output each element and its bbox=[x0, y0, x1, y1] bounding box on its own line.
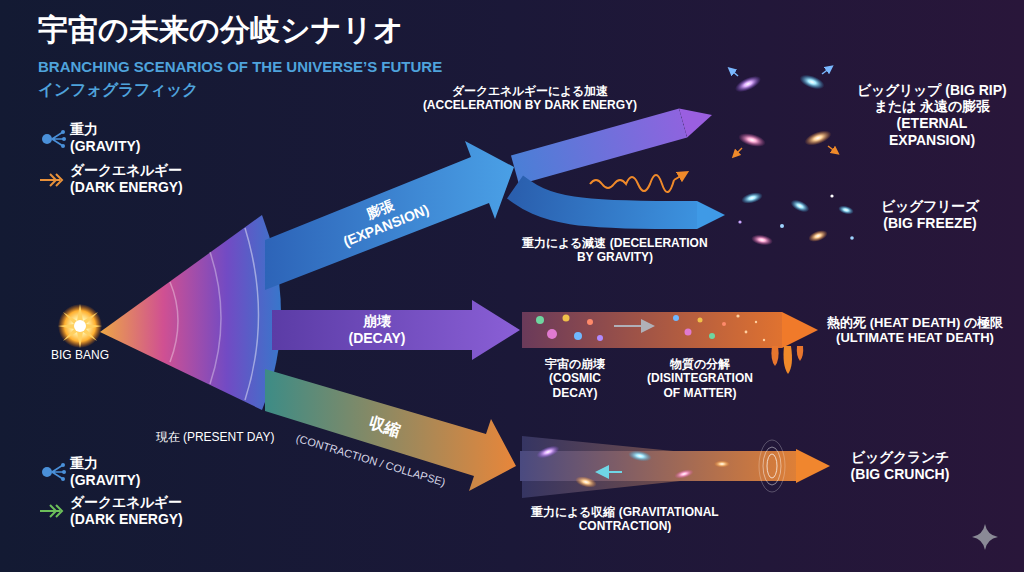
dark-energy-icon bbox=[40, 174, 62, 186]
big-freeze-galaxies bbox=[738, 190, 854, 247]
big-bang-node: BIG BANG bbox=[45, 305, 115, 365]
node-heading: ビッグクランチ (BIG CRUNCH) bbox=[840, 449, 960, 483]
melting-drips bbox=[771, 346, 803, 374]
contraction-band: 収縮(CONTRACTION / COLLAPSE) bbox=[265, 360, 520, 510]
big-bang-star bbox=[58, 304, 102, 348]
decay-particles bbox=[536, 314, 765, 341]
gravity-icon bbox=[42, 130, 66, 148]
big-freeze-outcome: ビッグフリーズ (BIG FREEZE) bbox=[725, 180, 1010, 250]
decay-band: 崩壊 (DECAY) bbox=[272, 300, 522, 360]
big-crunch-outcome: ビッグクランチ (BIG CRUNCH) bbox=[830, 441, 1010, 491]
scenario-arrow bbox=[515, 123, 683, 170]
node-heading: 崩壊 (DECAY) bbox=[342, 313, 412, 347]
time-arc bbox=[170, 282, 178, 362]
legend-text: ダークエネルギー (DARK ENERGY) bbox=[70, 494, 195, 528]
watermark-sparkle bbox=[972, 524, 998, 550]
title: 宇宙の未来の分岐シナリオ bbox=[38, 12, 638, 48]
gravity-icon bbox=[42, 463, 66, 481]
time-cone bbox=[100, 215, 281, 410]
legend-text: 重力 (GRAVITY) bbox=[70, 455, 160, 489]
subtitle: インフォグラフィック bbox=[38, 80, 338, 99]
edge-label: ダークエネルギーによる加速 (ACCELERATION BY DARK ENER… bbox=[420, 84, 640, 113]
edge-label: 宇宙の崩壊 (COSMIC DECAY) bbox=[525, 357, 625, 400]
band-arrow bbox=[265, 141, 514, 290]
wave-arrow bbox=[674, 174, 684, 180]
heat-death-outcome: 熱的死 (HEAT DEATH) の極限 (ULTIMATE HEAT DEAT… bbox=[818, 300, 1013, 360]
contracting-galaxies bbox=[535, 443, 730, 489]
subtitle: BRANCHING SCENARIOS OF THE UNIVERSE’S FU… bbox=[38, 58, 518, 76]
present-day-label: 現在 (PRESENT DAY) bbox=[150, 430, 280, 444]
big-rip-outcome: ビッグリップ (BIG RIP) または 永遠の膨張 (ETERNAL EXPA… bbox=[712, 65, 1012, 165]
expansion-band: 膨張 (EXPANSION) bbox=[265, 135, 515, 295]
edge-label: 重力による収縮 (GRAVITATIONAL CONTRACTION) bbox=[525, 505, 725, 534]
node-heading: 熱的死 (HEAT DEATH) の極限 (ULTIMATE HEAT DEAT… bbox=[823, 315, 1008, 346]
collapse-ring bbox=[759, 440, 785, 492]
time-arc bbox=[210, 252, 221, 384]
node-heading: ビッグリップ (BIG RIP) または 永遠の膨張 (ETERNAL EXPA… bbox=[852, 82, 1012, 149]
scenario-arrow bbox=[520, 451, 796, 481]
legend-text: 重力 (GRAVITY) bbox=[70, 121, 160, 155]
legend-text: ダークエネルギー (DARK ENERGY) bbox=[70, 162, 195, 196]
edge-label: 重力による減速 (DECELERATION BY GRAVITY) bbox=[515, 236, 715, 265]
node-heading: BIG BANG bbox=[45, 348, 115, 362]
dark-energy-wave bbox=[590, 175, 674, 192]
dark-energy-icon bbox=[40, 505, 62, 517]
band-arrow bbox=[272, 300, 520, 360]
node-heading: ビッグフリーズ (BIG FREEZE) bbox=[870, 198, 990, 232]
time-arc bbox=[245, 228, 259, 400]
band-arrow bbox=[265, 369, 516, 491]
scenario-arrow bbox=[522, 312, 782, 348]
stage-label: 物質の分解 (DISINTEGRATION OF MATTER) bbox=[644, 357, 756, 400]
big-rip-galaxies bbox=[731, 68, 836, 155]
